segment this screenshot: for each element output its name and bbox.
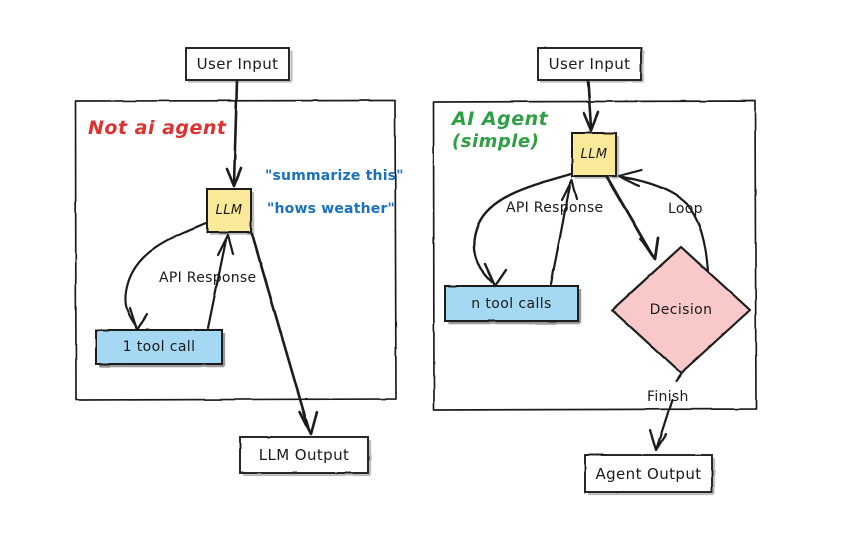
panel-title-ai-agent-line1: AI Agent — [452, 108, 549, 130]
panel-border-not-ai-agent — [74, 99, 397, 401]
panel-title-not-ai-agent: Not ai agent — [88, 117, 227, 139]
arrow-right-decision-to-llm — [617, 168, 710, 273]
panel-border-ai-agent — [432, 100, 757, 411]
shape-right-user-input — [537, 47, 645, 83]
edge-label-left-api-response: API Response — [159, 270, 257, 286]
shape-left-output — [239, 436, 372, 477]
annotation-summarize-this: "summarize this" — [265, 168, 404, 184]
panel-title-ai-agent-line2: (simple) — [452, 131, 540, 152]
arrow-left-userinput-to-llm — [225, 79, 243, 188]
shape-right-llm — [571, 132, 620, 179]
edge-label-loop: Loop — [668, 201, 703, 217]
edge-label-finish: Finish — [647, 389, 689, 405]
arrow-right-userinput-to-llm — [582, 79, 600, 132]
shape-left-tool-call — [95, 329, 226, 368]
shape-right-tool-calls — [444, 285, 582, 325]
arrow-left-llm-to-toolcall — [124, 221, 208, 332]
annotation-hows-weather: "hows weather" — [267, 201, 396, 217]
arrow-left-toolcall-to-llm — [206, 233, 235, 330]
arrow-right-llm-to-toolcalls — [472, 172, 573, 288]
shape-right-decision — [610, 245, 752, 375]
arrow-right-decision-to-output — [648, 372, 683, 452]
shape-left-llm — [206, 188, 255, 235]
shape-left-user-input — [185, 47, 293, 83]
shape-right-output — [584, 454, 716, 496]
arrow-right-toolcalls-to-llm — [549, 178, 579, 286]
arrow-left-llm-to-output — [250, 232, 319, 436]
edge-label-right-api-response: API Response — [506, 200, 604, 216]
arrow-right-llm-to-decision — [605, 175, 660, 261]
